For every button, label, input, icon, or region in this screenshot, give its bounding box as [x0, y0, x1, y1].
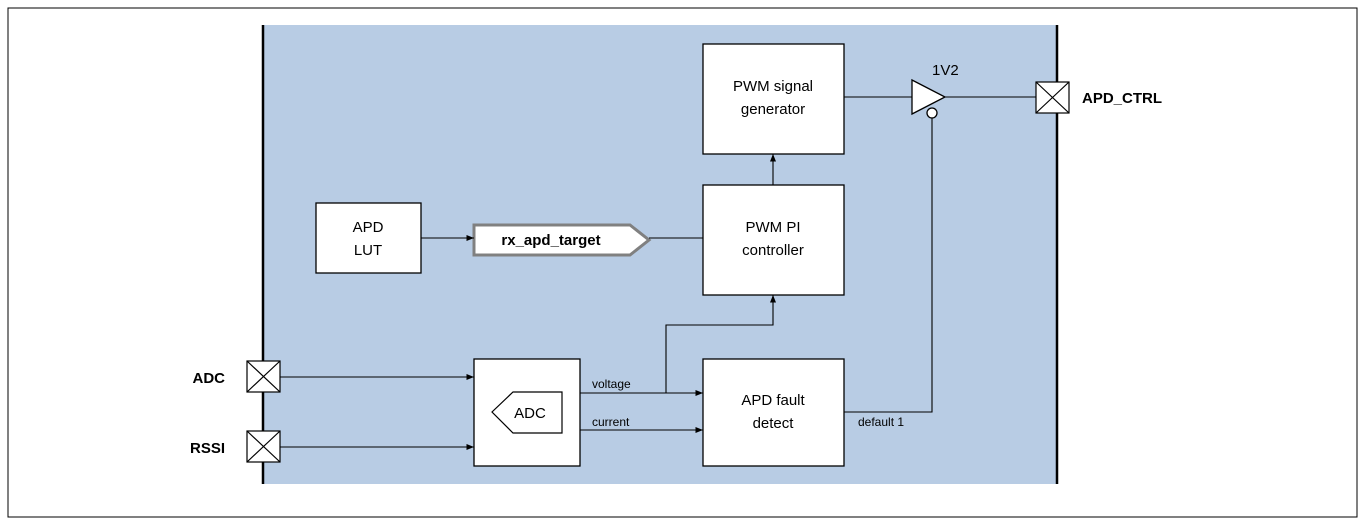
pwm-pi-controller-block: PWM PI controller	[702, 184, 845, 296]
default-1-label: default 1	[858, 415, 904, 429]
pwm-signal-generator-block: PWM signal generator	[702, 43, 845, 155]
apd-fault-detect-label-1: APD fault	[741, 392, 805, 409]
tristate-buffer-icon	[911, 78, 947, 119]
adc-converter-block: ADC	[473, 358, 581, 467]
adc-symbol	[491, 391, 563, 434]
pwm-signal-generator-label-2: generator	[741, 101, 805, 118]
voltage-label: voltage	[592, 377, 631, 391]
buffer-voltage-label: 1V2	[932, 62, 959, 79]
pwm-pi-controller-label-1: PWM PI	[746, 219, 801, 236]
pwm-signal-generator-label-1: PWM signal	[733, 78, 813, 95]
rx-apd-target-signal-tag: rx_apd_target	[472, 223, 652, 257]
apd-ctrl-pin-label: APD_CTRL	[1082, 90, 1162, 107]
pwm-pi-controller-label-2: controller	[742, 242, 804, 259]
rx-apd-target-label: rx_apd_target	[501, 232, 600, 249]
voltage-feedback-arrow	[665, 295, 777, 393]
rssi-pin-label: RSSI	[190, 440, 225, 457]
current-label: current	[592, 415, 630, 429]
adc-pin-icon	[246, 360, 281, 393]
apd-fault-detect-block: APD fault detect	[702, 358, 845, 467]
apd-lut-label-2: LUT	[354, 242, 382, 259]
fault-to-enable-wire	[844, 118, 933, 413]
apd-lut-block: APD LUT	[315, 202, 422, 274]
adc-pin-label: ADC	[193, 370, 226, 387]
apd-fault-detect-label-2: detect	[753, 415, 795, 432]
apd-lut-label-1: APD	[353, 219, 384, 236]
rssi-pin-icon	[246, 430, 281, 463]
adc-symbol-label: ADC	[514, 405, 546, 422]
apd-ctrl-pin-icon	[1035, 81, 1070, 114]
enable-bubble-icon	[926, 107, 938, 119]
